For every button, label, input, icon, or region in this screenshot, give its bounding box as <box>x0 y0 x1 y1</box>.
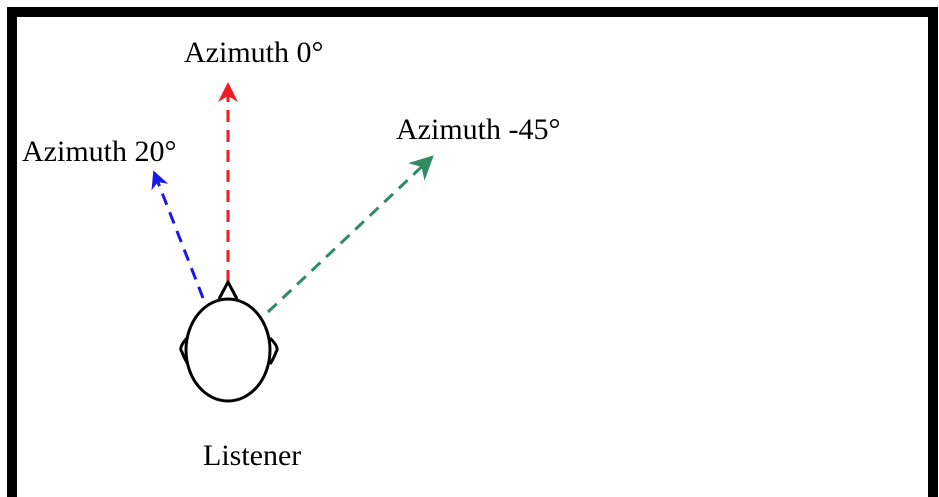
label-azimuth-neg45: Azimuth -45° <box>396 113 561 146</box>
listener-nose <box>217 280 239 300</box>
listener-head-icon <box>179 280 279 403</box>
label-azimuth-20: Azimuth 20° <box>22 135 177 168</box>
listener-label: Listener <box>203 439 302 472</box>
listener-right-ear <box>268 336 279 365</box>
diagram-frame <box>7 7 938 497</box>
arrow-azimuth-neg45 <box>266 155 434 314</box>
arrow-azimuth-20 <box>151 170 205 299</box>
listener-head <box>184 297 272 403</box>
label-azimuth-0: Azimuth 0° <box>184 36 324 69</box>
